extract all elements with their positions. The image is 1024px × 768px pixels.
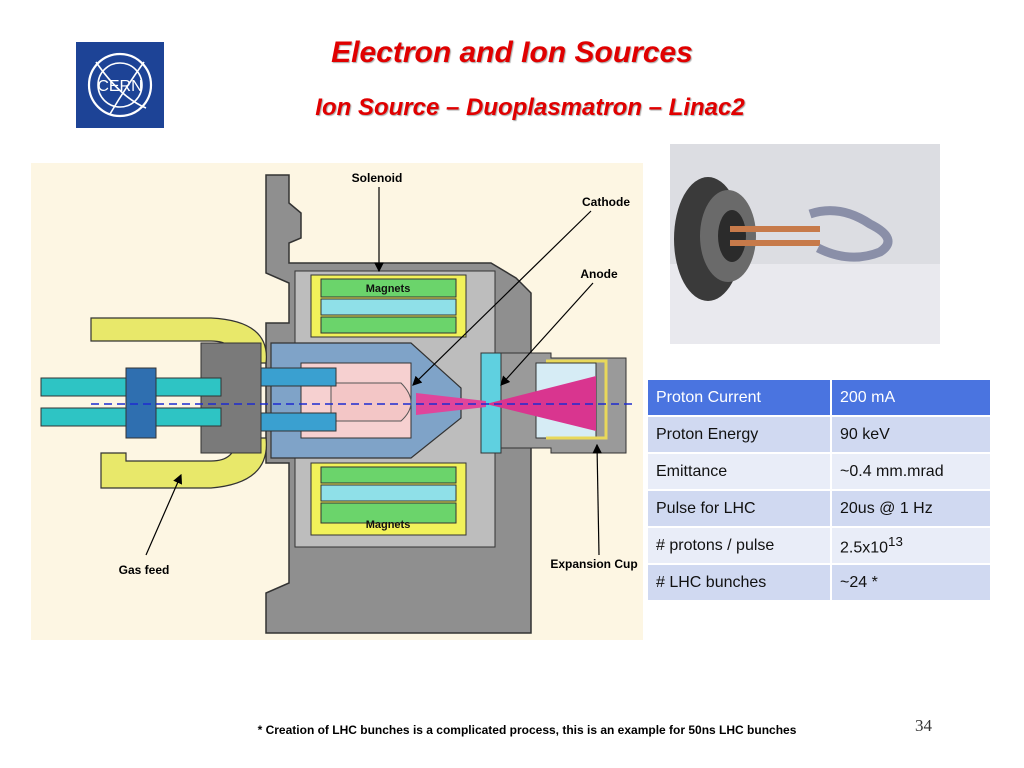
table-header-row: Proton Current 200 mA — [646, 378, 992, 417]
table-cell: Emittance — [646, 452, 832, 491]
footnote-text: * Creation of LHC bunches is a complicat… — [257, 723, 797, 737]
label-cathode: Cathode — [582, 195, 630, 209]
page-number: 34 — [915, 716, 932, 735]
table-cell: Pulse for LHC — [646, 489, 832, 528]
page-subtitle: Ion Source – Duoplasmatron – Linac2 — [315, 94, 745, 121]
cathode-arrow — [412, 210, 592, 386]
label-magnets-top: Magnets — [366, 283, 411, 295]
table-cell: # LHC bunches — [646, 563, 832, 602]
table-cell: Proton Current — [646, 378, 832, 417]
table-cell: 90 keV — [830, 415, 992, 454]
table-cell: ~0.4 mm.mrad — [830, 452, 992, 491]
cern-logo: CERN — [76, 42, 164, 128]
label-gas-feed: Gas feed — [119, 563, 170, 577]
value-base: 2.5x10 — [840, 539, 889, 557]
table-row: Pulse for LHC 20us @ 1 Hz — [646, 489, 992, 528]
logo-text: CERN — [97, 78, 142, 95]
table-cell: 200 mA — [830, 378, 992, 417]
table-cell: Proton Energy — [646, 415, 832, 454]
value-exponent: 13 — [888, 533, 903, 549]
table-cell: # protons / pulse — [646, 526, 832, 565]
label-solenoid: Solenoid — [352, 171, 403, 185]
spec-table: Proton Current 200 mA Proton Energy 90 k… — [646, 378, 992, 602]
footnote: * Creation of LHC bunches is a complicat… — [0, 723, 1024, 737]
table-row: Proton Energy 90 keV — [646, 415, 992, 454]
page-title: Electron and Ion Sources — [331, 36, 693, 69]
gas-feed-arrow — [145, 473, 183, 556]
table-row: Emittance ~0.4 mm.mrad — [646, 452, 992, 491]
label-anode: Anode — [580, 267, 618, 281]
anode-arrow — [500, 282, 594, 386]
table-cell: 2.5x1013 — [830, 526, 992, 565]
expansion-cup-arrow — [592, 443, 602, 556]
table-row: # protons / pulse 2.5x1013 — [646, 526, 992, 565]
table-row: # LHC bunches ~24 * — [646, 563, 992, 602]
label-magnets-bottom: Magnets — [366, 519, 411, 531]
table-cell: 20us @ 1 Hz — [830, 489, 992, 528]
ion-source-photo — [670, 144, 940, 344]
duoplasmatron-diagram: Magnets Magnets Solenoid Cathode Anode G… — [31, 163, 643, 640]
table-cell: ~24 * — [830, 563, 992, 602]
label-expansion-cup: Expansion Cup — [550, 557, 637, 571]
